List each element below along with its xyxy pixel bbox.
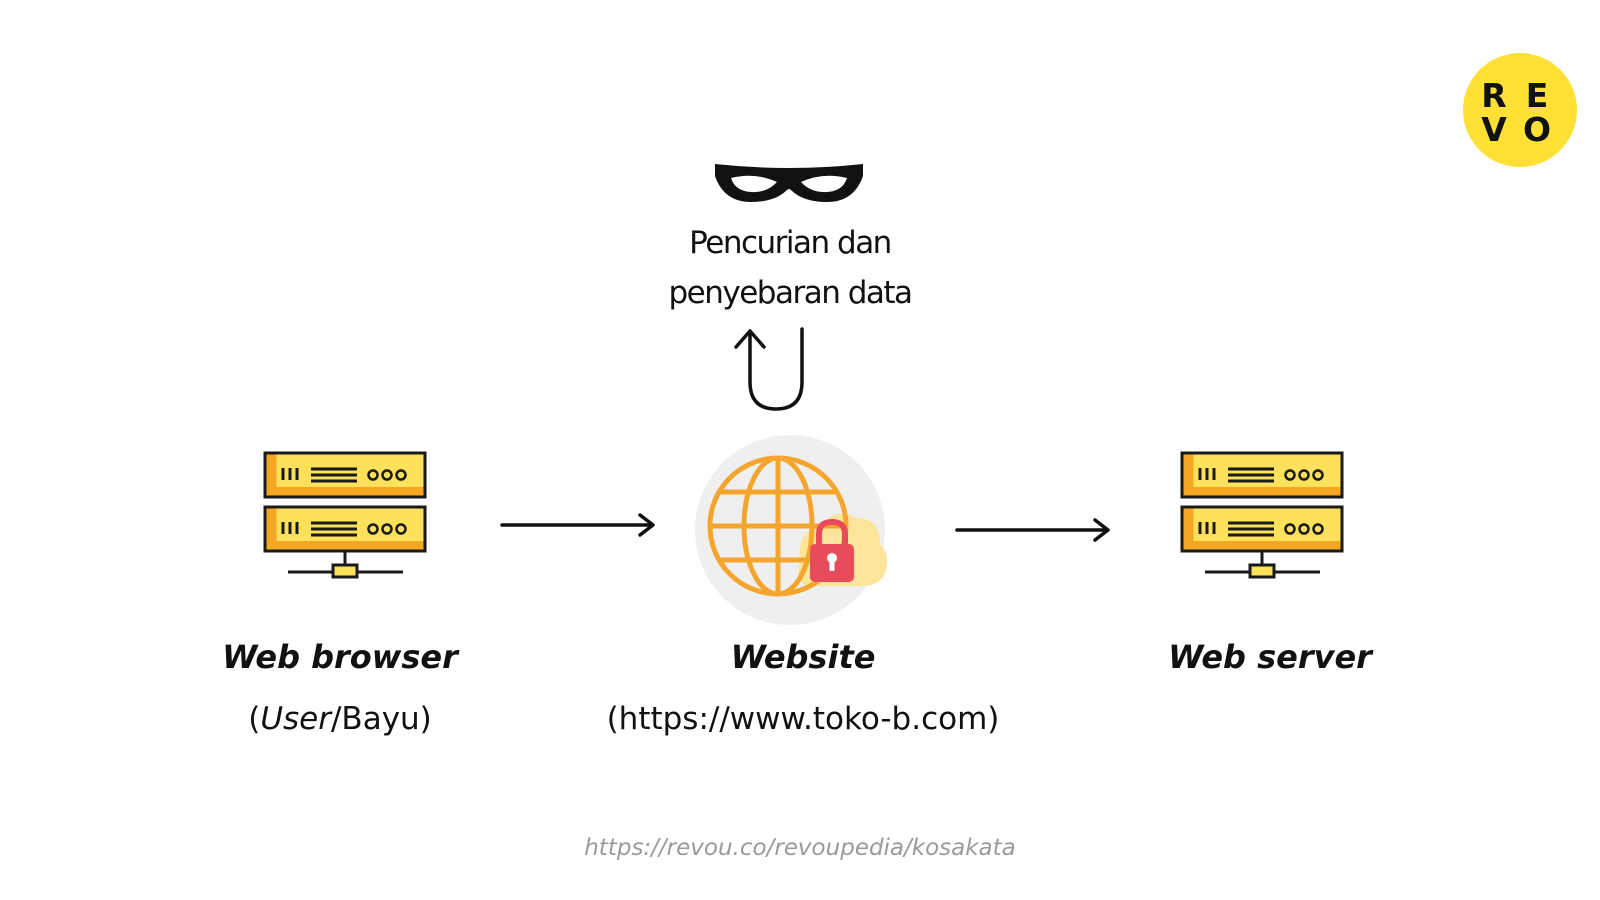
data-theft-label: Pencurian dan penyebaran data — [600, 218, 980, 318]
user-label-open-paren: ( — [248, 701, 261, 737]
logo-letter-e: E — [1525, 76, 1549, 115]
web-server-icon — [1180, 451, 1350, 591]
thief-mask-icon — [713, 162, 865, 204]
user-label-name: /Bayu) — [330, 701, 432, 737]
web-browser-title: Web browser — [222, 638, 458, 676]
logo-letter-o: O — [1522, 110, 1552, 149]
logo-letter-r: R — [1481, 76, 1507, 115]
u-turn-arrow-icon — [734, 327, 830, 419]
revou-logo: R E V O — [1463, 53, 1577, 167]
data-theft-line-1: Pencurian dan — [689, 225, 892, 261]
secure-globe-icon — [690, 430, 890, 630]
arrow-browser-to-website — [500, 510, 660, 540]
source-url: https://revou.co/revoupedia/kosakata — [584, 835, 1016, 861]
logo-letter-v: V — [1481, 110, 1507, 149]
web-browser-user-label: (User/Bayu) — [140, 699, 540, 739]
web-server-title: Web server — [1168, 638, 1372, 676]
arrow-website-to-server — [955, 515, 1115, 545]
website-title: Website — [730, 638, 876, 676]
web-browser-server-icon — [263, 451, 433, 591]
data-theft-line-2: penyebaran data — [668, 275, 913, 311]
user-label-user-word: User — [260, 701, 331, 737]
website-url-label: (https://www.toko-b.com) — [606, 701, 1000, 737]
